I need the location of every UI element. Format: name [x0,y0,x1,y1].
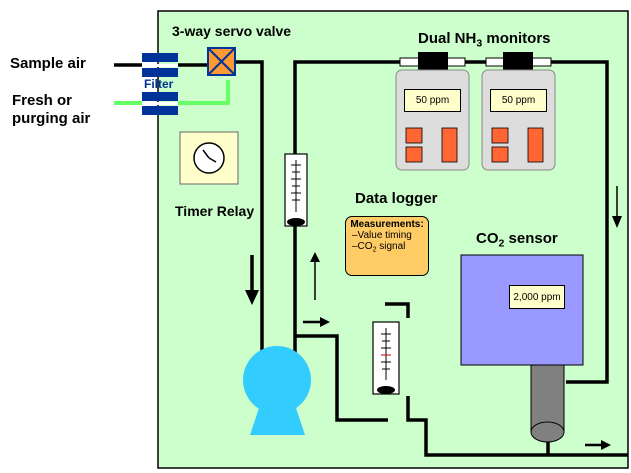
purge-filter [142,92,178,115]
measurements-box: Measurements: –Value timing –CO2 signal [345,216,429,276]
nh3-monitors-label: Dual NH3 monitors [418,30,551,50]
sample-air-label: Sample air [10,55,86,72]
timer-relay-label: Timer Relay [175,203,255,219]
fresh-air-label-line2: purging air [12,110,91,127]
flow-arrows [245,186,622,450]
fresh-air-line [114,80,230,105]
servo-valve-label: 3-way servo valve [172,23,292,39]
flowmeter-left [284,153,308,227]
filter-label: Filter [144,77,174,91]
data-logger-label: Data logger [355,190,438,207]
measurement-item-2: –CO2 signal [352,241,406,254]
nh3-monitor-2-display: 50 ppm [490,89,547,112]
co2-sensor-label: CO2 sensor [476,230,558,250]
measurements-heading: Measurements: [350,219,424,230]
tubing [114,60,628,457]
pump [243,346,311,435]
flowmeter-right [372,321,400,395]
measurement-item-1: –Value timing [352,230,412,241]
nh3-monitor-1-display: 50 ppm [404,89,461,112]
co2-sensor-display: 2,000 ppm [509,285,565,309]
sample-filter [142,53,178,77]
co2-sensor [460,254,584,443]
servo-valve [207,47,236,76]
timer-relay [179,131,239,185]
fresh-air-label-line1: Fresh or [12,92,73,109]
